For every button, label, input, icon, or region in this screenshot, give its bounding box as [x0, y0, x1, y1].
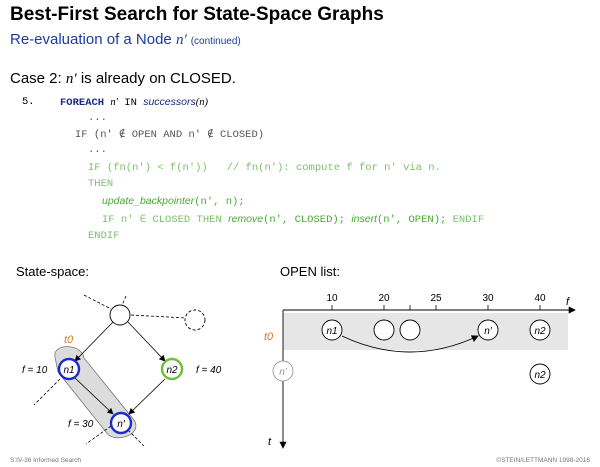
code-if-closed-line: IF n′ ∈ CLOSED THEN remove(n′, CLOSED); … — [102, 213, 484, 226]
update-backpointer-args: (n′, n); — [194, 196, 245, 208]
code-update-backpointer: update_backpointer(n′, n); — [102, 195, 245, 208]
t-axis-label: t — [268, 436, 272, 448]
code-dots-2: ... — [88, 144, 107, 156]
edge-n2-nprime — [128, 378, 166, 415]
tick-label-40: 40 — [534, 293, 546, 304]
dashed-edge-root-left — [83, 294, 112, 310]
state-space-heading: State-space: — [16, 264, 89, 279]
successors-arg: (n) — [195, 97, 208, 108]
code-foreach-line: FOREACH n′ IN successors(n) — [60, 96, 208, 109]
tick-label-25: 25 — [430, 293, 442, 304]
move-arrow — [341, 335, 479, 353]
case-suffix: is already on CLOSED. — [76, 70, 236, 87]
t0-label: t0 — [64, 334, 74, 346]
open-node-nprime-old — [272, 360, 294, 382]
open-list-diagram: 10 20 25 30 40 f t t0 n1 n′ n2 n′ n2 — [264, 293, 576, 449]
open-node-b — [399, 319, 421, 341]
case-heading: Case 2: n′ is already on CLOSED. — [10, 70, 236, 88]
open-node-a — [373, 319, 395, 341]
if-closed-prefix: IF n′ ∈ CLOSED THEN — [102, 214, 222, 226]
open-node-n2-below — [529, 363, 551, 385]
dashed-node — [184, 309, 206, 331]
code-if-not-open-closed: IF (n′ ∉ OPEN AND n′ ∉ CLOSED) — [75, 129, 265, 141]
insert-args: (n′, OPEN); — [377, 214, 447, 226]
subtitle-text: Re-evaluation of a Node — [10, 31, 176, 48]
open-node-n2 — [529, 319, 551, 341]
dashed-edge-nprime-right — [127, 429, 145, 447]
dashed-edge-nprime-left — [85, 425, 112, 445]
node-n1 — [57, 357, 81, 381]
f40-label: f = 40 — [196, 365, 222, 376]
edge-root-n1 — [74, 321, 114, 362]
open-t0-label: t0 — [264, 331, 274, 343]
f-axis-label: f — [566, 296, 570, 308]
case-prefix: Case 2: — [10, 70, 66, 87]
open-nprime-old-label: n′ — [279, 367, 288, 378]
nprime-label: n′ — [117, 419, 126, 430]
if-condition: IF (fn(n′) < f(n′)) — [88, 162, 208, 174]
open-n2-label: n2 — [534, 326, 546, 337]
open-list-heading: OPEN list: — [280, 264, 340, 279]
open-node-n1 — [321, 319, 343, 341]
page-title: Best-First Search for State-Space Graphs — [10, 4, 384, 25]
n2-label: n2 — [166, 365, 178, 376]
foreach-var: n′ — [110, 97, 118, 108]
code-endif: ENDIF — [88, 230, 120, 242]
subtitle-var: n′ — [175, 32, 187, 48]
edge-root-n2 — [127, 321, 166, 362]
tick-label-30: 30 — [482, 293, 494, 304]
node-nprime — [109, 411, 133, 435]
foreach-keyword: FOREACH — [60, 97, 105, 109]
dashed-edge-n1-left — [33, 378, 61, 406]
update-backpointer-function: update_backpointer — [102, 195, 195, 207]
open-n1-label: n1 — [326, 326, 337, 337]
successors-function: successors — [143, 96, 196, 108]
remove-function: remove — [228, 213, 264, 225]
code-if-cost-comparison: IF (fn(n′) < f(n′)) // fn(n′): compute f… — [88, 162, 441, 174]
dashed-edge-root-right — [130, 314, 187, 319]
insert-function: insert — [351, 213, 377, 225]
footer-right: ©STEIN/LETTMANN 1998-2016 — [496, 457, 590, 464]
f30-label: f = 30 — [68, 419, 94, 430]
case-var: n′ — [65, 71, 77, 87]
footer-left: S:IV-36 Informed Search — [10, 457, 82, 464]
edge-n1-nprime — [74, 377, 114, 415]
open-node-nprime — [477, 319, 499, 341]
open-n2-below-label: n2 — [534, 370, 546, 381]
tick-label-10: 10 — [326, 293, 338, 304]
root-node — [109, 304, 131, 326]
endif-inline: ENDIF — [452, 214, 485, 226]
n1-label: n1 — [63, 365, 74, 376]
remove-args: (n′, CLOSED); — [263, 214, 345, 226]
code-dots-1: ... — [88, 112, 107, 124]
f10-label: f = 10 — [22, 365, 48, 376]
tick-label-20: 20 — [378, 293, 390, 304]
in-keyword: IN — [124, 97, 137, 109]
code-then: THEN — [88, 178, 114, 190]
open-nprime-label: n′ — [484, 326, 493, 337]
code-line-number: 5. — [22, 96, 35, 108]
node-n2 — [160, 357, 184, 381]
page-subtitle: Re-evaluation of a Node n′(continued) — [10, 31, 241, 49]
state-space-diagram: t0 n1 n2 n′ f = 10 f = 40 f = 30 — [22, 294, 222, 447]
subtitle-continued: (continued) — [190, 36, 241, 47]
if-comment: // fn(n′): compute f for n′ via n. — [226, 162, 441, 174]
